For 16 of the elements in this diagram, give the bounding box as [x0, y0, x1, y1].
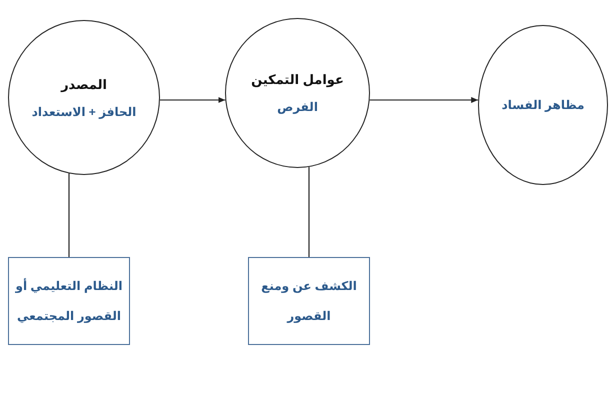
box-text: الكشف عن ومنع القصور — [260, 278, 358, 325]
stage-circle — [225, 18, 370, 168]
connector-line — [308, 167, 310, 257]
stage-title: عوامل التمكين — [251, 72, 344, 88]
arrow — [160, 97, 226, 103]
stage-subtitle: مظاهر الفساد — [502, 98, 584, 112]
stage-circle — [8, 20, 160, 175]
note-box — [8, 257, 130, 345]
connector-line — [68, 173, 70, 257]
stage-circle — [478, 25, 608, 185]
stage-subtitle: الفرص — [277, 100, 318, 114]
box-text: النظام التعليمي أو القصور المجتمعي — [14, 277, 124, 325]
stage-title: المصدر — [61, 76, 107, 92]
note-box — [248, 257, 370, 345]
stage-subtitle: الحافز + الاستعداد — [32, 104, 136, 118]
arrow — [370, 97, 478, 103]
